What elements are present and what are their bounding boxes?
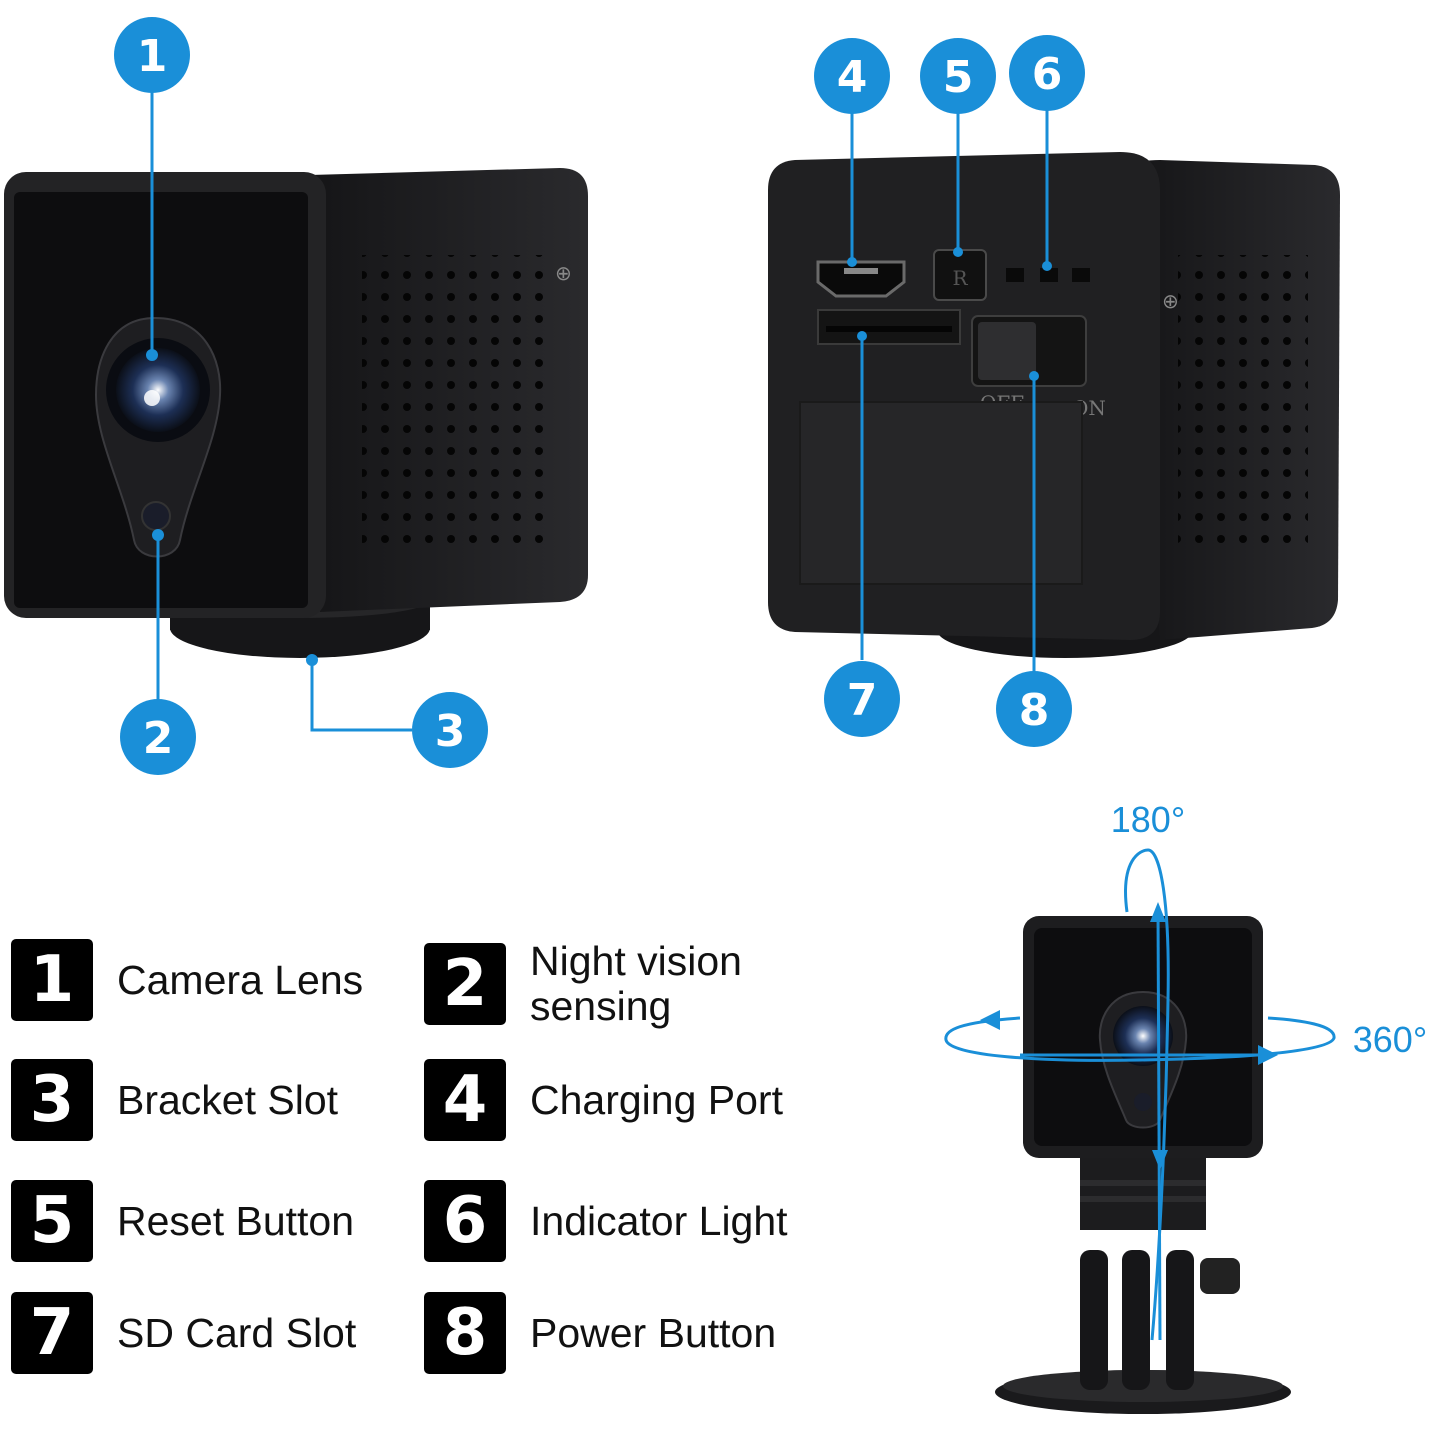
callout-4: 4	[814, 38, 890, 114]
callout-5: 5	[920, 38, 996, 114]
mounted-lens-icon	[1113, 1006, 1173, 1066]
callout-number: 7	[847, 675, 878, 726]
legend-label: Bracket Slot	[117, 1076, 339, 1123]
legend-item-sd-card-slot: 7 SD Card Slot	[11, 1292, 356, 1374]
horizontal-rotation-label: 360°	[1353, 1019, 1427, 1060]
speaker-grille-back	[1178, 255, 1308, 545]
legend-number-box: 6	[424, 1180, 506, 1262]
legend-label: Night vision sensing	[530, 938, 742, 1029]
legend-label: Charging Port	[530, 1076, 783, 1123]
indicator-light-2	[1040, 268, 1058, 282]
back-camera: ⊕ R OFF ON	[768, 152, 1340, 658]
legend-label: SD Card Slot	[117, 1309, 357, 1356]
legend-label: Indicator Light	[530, 1197, 788, 1244]
speaker-grille	[362, 255, 552, 550]
legend-number-box: 3	[11, 1059, 93, 1141]
horizontal-rotation-arrow	[944, 1016, 1336, 1062]
legend-item-camera-lens: 1 Camera Lens	[11, 939, 363, 1021]
legend-label: Camera Lens	[117, 956, 364, 1003]
legend-item-charging-port: 4 Charging Port	[424, 1059, 783, 1141]
callout-8: 8	[996, 671, 1072, 747]
arrowhead-up-icon	[1150, 902, 1166, 922]
callout-number: 2	[143, 713, 174, 764]
callout-6: 6	[1009, 35, 1085, 111]
mounted-camera	[995, 916, 1291, 1414]
legend-label: Reset Button	[117, 1197, 355, 1244]
callout-number: 5	[943, 52, 974, 103]
callout-7: 7	[824, 661, 900, 737]
legend-item-night-vision: 2 Night vision sensing	[424, 939, 742, 1029]
arrowhead-right-icon	[1258, 1045, 1278, 1065]
legend-number-box: 8	[424, 1292, 506, 1374]
arrow-heads	[980, 902, 1278, 1170]
indicator-light-1	[1006, 268, 1024, 282]
ir-sensor-icon	[141, 501, 171, 531]
callout-number: 6	[1032, 49, 1063, 100]
callout-1: 1	[114, 17, 190, 93]
battery-cover	[799, 401, 1083, 585]
leader-dots	[146, 247, 1052, 666]
indicator-light-3	[1072, 268, 1090, 282]
front-camera: ⊕	[4, 168, 588, 658]
arrowhead-down-icon	[1152, 1150, 1168, 1170]
callout-2: 2	[120, 699, 196, 775]
leader-3	[310, 660, 412, 732]
legend-item-reset-button: 5 Reset Button	[11, 1180, 354, 1262]
legend-number-box: 2	[424, 943, 506, 1025]
callout-3: 3	[412, 692, 488, 768]
reset-mark: R	[952, 266, 968, 290]
callout-number: 8	[1019, 685, 1050, 736]
arrowhead-left-icon	[980, 1010, 1000, 1030]
legend-number-box: 4	[424, 1059, 506, 1141]
callout-number: 1	[137, 31, 168, 82]
legend-number-box: 7	[11, 1292, 93, 1374]
legend-item-bracket-slot: 3 Bracket Slot	[11, 1059, 338, 1141]
vertical-rotation-label: 180°	[1111, 799, 1185, 840]
callout-number: 3	[435, 706, 466, 757]
screw-icon: ⊕	[555, 261, 572, 285]
rotation-arrows	[944, 848, 1336, 1341]
leader-lines	[150, 90, 1049, 732]
screw-icon-back: ⊕	[1162, 289, 1179, 313]
legend-item-power-button: 8 Power Button	[424, 1292, 776, 1374]
callout-number: 4	[837, 52, 868, 103]
legend-number-box: 1	[11, 939, 93, 1021]
charging-port	[816, 260, 906, 298]
legend-item-indicator-light: 6 Indicator Light	[424, 1180, 788, 1262]
legend-number-box: 5	[11, 1180, 93, 1262]
mount-knob	[1200, 1258, 1240, 1294]
legend-label: Power Button	[530, 1309, 777, 1356]
